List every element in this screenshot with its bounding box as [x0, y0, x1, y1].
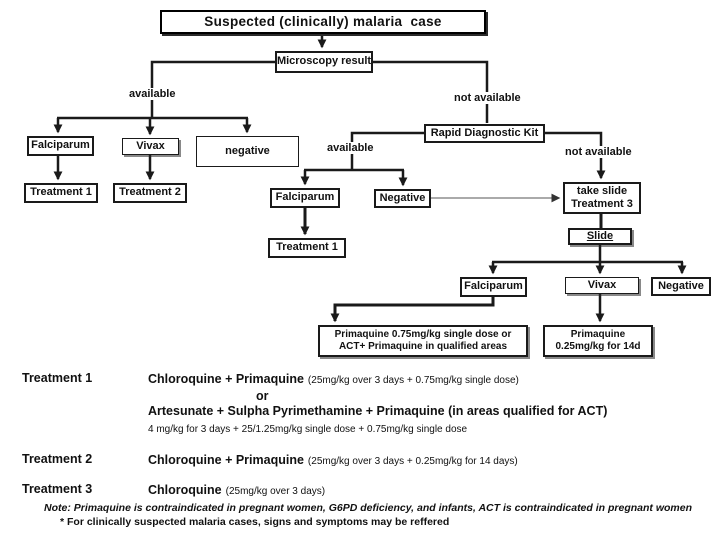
treatment1-drug1: Chloroquine + Primaquine — [148, 372, 304, 386]
primaquine-act-line1: Primaquine 0.75mg/kg single dose or — [334, 329, 512, 340]
treatment3-option: Chloroquine(25mg/kg over 3 days) — [148, 481, 325, 499]
take-slide-line2: Treatment 3 — [571, 198, 633, 210]
treatment1-or: or — [256, 389, 269, 403]
node-negative-bottom: Negative — [651, 277, 711, 296]
label-not-available-right: not available — [452, 92, 523, 104]
treatment1-drug1-dose: (25mg/kg over 3 days + 0.75mg/kg single … — [307, 375, 519, 386]
node-take-slide-treatment3: take slide Treatment 3 — [563, 182, 641, 214]
treatment1-drug2-dose: 4 mg/kg for 3 days + 25/1.25mg/kg single… — [148, 424, 468, 435]
treatment2-drug: Chloroquine + Primaquine — [148, 453, 304, 467]
node-negative-mid: Negative — [374, 189, 431, 208]
treatment1-option1: Chloroquine + Primaquine(25mg/kg over 3 … — [148, 370, 519, 388]
label-not-available-far: not available — [563, 146, 634, 158]
label-available-mid: available — [325, 142, 376, 154]
node-treatment2-left: Treatment 2 — [113, 183, 187, 203]
node-falciparum-bottom: Falciparum — [460, 277, 527, 297]
treatment1-label: Treatment 1 — [22, 371, 93, 385]
primaquine-act-line2: ACT+ Primaquine in qualified areas — [338, 341, 508, 352]
node-negative-left: negative — [196, 136, 299, 167]
treatment2-dose: (25mg/kg over 3 days + 0.25mg/kg for 14 … — [307, 456, 518, 467]
treatment3-label: Treatment 3 — [22, 482, 93, 496]
node-falciparum-left: Falciparum — [27, 136, 94, 156]
primaquine-14d-line1: Primaquine — [570, 329, 626, 340]
connector-falciparumbottom-elbow-to-primaquine — [330, 296, 495, 323]
node-rapid-diagnostic-kit: Rapid Diagnostic Kit — [424, 124, 545, 143]
treatment1-drug2: Artesunate + Sulpha Pyrimethamine + Prim… — [148, 404, 608, 418]
label-available-left: available — [127, 88, 178, 100]
node-primaquine-14d: Primaquine 0.25mg/kg for 14d — [543, 325, 653, 357]
primaquine-14d-line2: 0.25mg/kg for 14d — [555, 341, 641, 352]
node-suspected-malaria-case: Suspected (clinically) malaria case — [160, 10, 486, 34]
node-microscopy-result: Microscopy result — [275, 51, 373, 73]
node-slide: Slide — [568, 228, 632, 245]
slide-label: Slide — [586, 229, 614, 242]
treatment2-option: Chloroquine + Primaquine(25mg/kg over 3 … — [148, 451, 518, 469]
treatment2-label: Treatment 2 — [22, 452, 93, 466]
contraindication-note: Note: Primaquine is contraindicated in p… — [44, 502, 692, 514]
footnote: * For clinically suspected malaria cases… — [60, 516, 450, 528]
connector-rdk-left-elbow — [350, 131, 425, 170]
take-slide-line1: take slide — [576, 184, 628, 197]
node-treatment1-mid: Treatment 1 — [268, 238, 346, 258]
treatment3-drug: Chloroquine — [148, 483, 222, 497]
node-vivax-bottom: Vivax — [565, 277, 639, 294]
node-falciparum-mid: Falciparum — [270, 188, 340, 208]
treatment3-dose: (25mg/kg over 3 days) — [225, 486, 326, 497]
node-treatment1-left: Treatment 1 — [24, 183, 98, 203]
connector-rdk-right-elbow — [545, 131, 606, 180]
node-vivax-left: Vivax — [122, 138, 179, 155]
node-primaquine-act: Primaquine 0.75mg/kg single dose or ACT+… — [318, 325, 528, 357]
